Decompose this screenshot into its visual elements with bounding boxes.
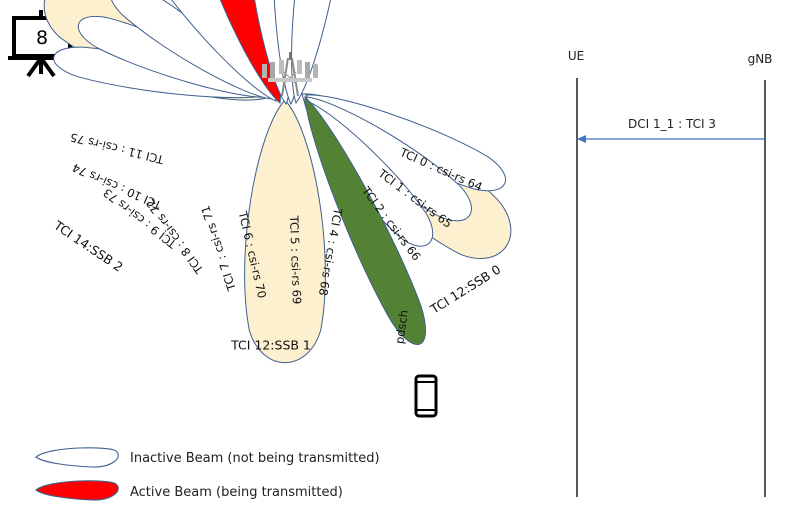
dci-message-label: DCI 1_1 : TCI 3 bbox=[628, 117, 716, 131]
csi-beam-label-0: TCI 11 : csi-rs 75 bbox=[69, 130, 166, 167]
pdsch-label: pdsch bbox=[392, 309, 411, 345]
gnb-label: gNB bbox=[748, 52, 773, 66]
pdsch-lobe bbox=[304, 95, 426, 345]
arrow-head-icon bbox=[577, 135, 586, 143]
ssb-beam-1 bbox=[244, 99, 326, 364]
phone-icon bbox=[414, 374, 438, 418]
legend-inactive-swatch bbox=[35, 447, 119, 468]
csi-beam-label-6: TCI 5 : csi-rs 69 bbox=[287, 214, 304, 304]
ssb-beam-label-2: TCI 12:SSB 0 bbox=[427, 262, 503, 318]
csi-beam-label-4: TCI 7 : csi-rs 71 bbox=[198, 204, 239, 294]
sequence-diagram: UE gNB DCI 1_1 : TCI 3 bbox=[568, 49, 773, 497]
ssb-beam-label-0: TCI 14:SSB 2 bbox=[50, 217, 125, 275]
csi-rs-beams bbox=[53, 0, 507, 247]
ssb-beam-label-1: TCI 12:SSB 1 bbox=[230, 338, 311, 353]
step-number: 8 bbox=[36, 27, 48, 49]
legend: Inactive Beam (not being transmitted) Ac… bbox=[35, 447, 380, 501]
cell-tower-icon bbox=[262, 52, 318, 97]
legend-active-label: Active Beam (being transmitted) bbox=[130, 485, 343, 500]
legend-inactive-label: Inactive Beam (not being transmitted) bbox=[130, 451, 380, 466]
pdsch-beam bbox=[304, 95, 426, 345]
legend-active-swatch bbox=[35, 480, 119, 501]
ue-label: UE bbox=[568, 49, 584, 63]
csi-beam-7 bbox=[291, 0, 343, 105]
